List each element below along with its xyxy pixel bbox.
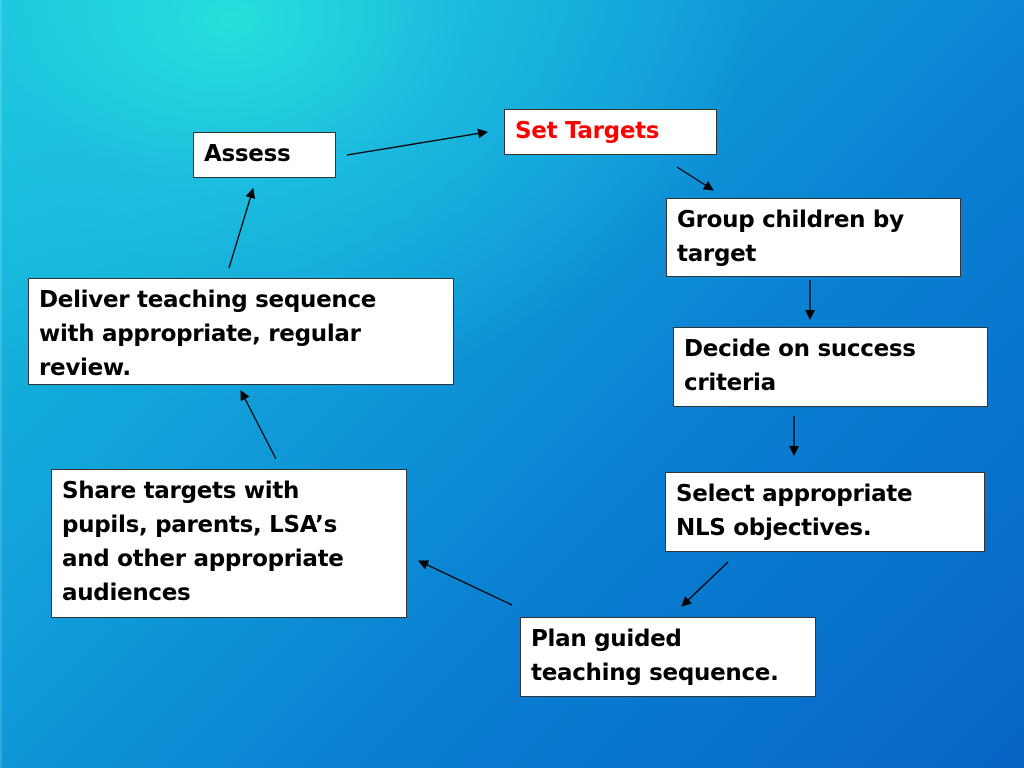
node-select-objectives-line-2: NLS objectives. (676, 515, 872, 541)
arrow-select-objectives-to-plan-guided (681, 561, 729, 607)
arrow-assess-to-set-targets (346, 128, 488, 156)
node-assess-line-1: Assess (204, 141, 291, 167)
node-plan-guided-line-2: teaching sequence. (531, 660, 779, 686)
node-decide-criteria: Decide on success criteria (673, 327, 988, 407)
node-share-targets-line-4: audiences (62, 580, 191, 606)
node-plan-guided-line-1: Plan guided (531, 626, 682, 652)
node-select-objectives-line-1: Select appropriate (676, 481, 913, 507)
node-deliver-teaching: Deliver teaching sequence with appropria… (28, 278, 454, 385)
node-set-targets: Set Targets (504, 109, 717, 155)
node-share-targets-line-1: Share targets with (62, 478, 300, 504)
node-deliver-teaching-line-2: with appropriate, regular (39, 321, 361, 347)
node-decide-criteria-line-1: Decide on success (684, 336, 916, 362)
node-assess: Assess (193, 132, 336, 178)
node-deliver-teaching-line-1: Deliver teaching sequence (39, 287, 377, 313)
node-group-children-line-1: Group children by (677, 207, 904, 233)
node-group-children: Group children by target (666, 198, 961, 277)
arrow-deliver-teaching-to-assess (228, 188, 256, 269)
arrow-set-targets-to-group-children (676, 166, 714, 191)
node-share-targets-line-3: and other appropriate (62, 546, 344, 572)
node-share-targets-line-2: pupils, parents, LSA’s (62, 512, 337, 538)
arrow-share-targets-to-deliver-teaching (240, 390, 277, 460)
node-select-objectives: Select appropriate NLS objectives. (665, 472, 985, 552)
node-set-targets-line-1: Set Targets (515, 118, 660, 144)
node-share-targets: Share targets with pupils, parents, LSA’… (51, 469, 407, 618)
node-decide-criteria-line-2: criteria (684, 370, 776, 396)
arrow-plan-guided-to-share-targets (418, 560, 513, 606)
node-plan-guided: Plan guided teaching sequence. (520, 617, 816, 697)
node-group-children-line-2: target (677, 241, 757, 267)
node-deliver-teaching-line-3: review. (39, 355, 131, 381)
